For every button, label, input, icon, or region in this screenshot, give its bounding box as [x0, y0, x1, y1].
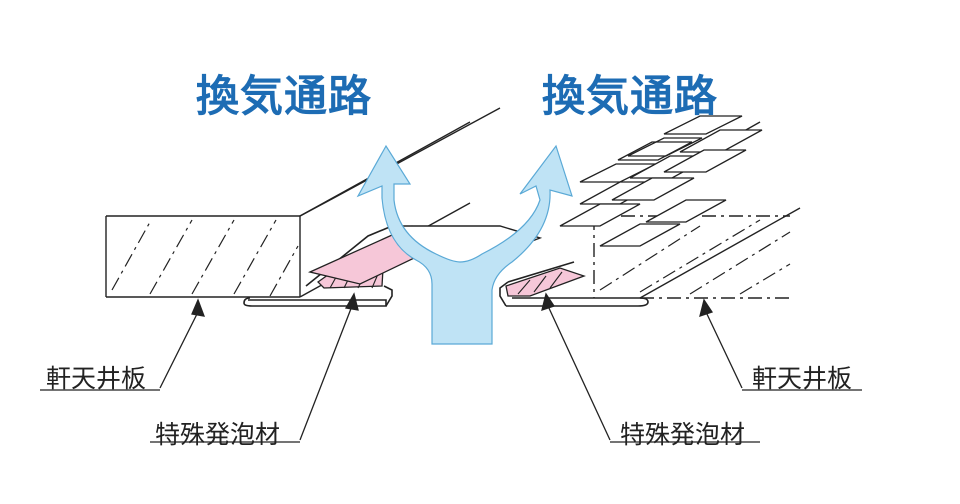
- foam-label-right: 特殊発泡材: [620, 420, 746, 449]
- airflow-arrows: [358, 146, 572, 344]
- ventilation-path-title-left: 換気通路: [196, 72, 372, 122]
- right-metal-profile: [500, 262, 648, 306]
- left-soffit-board: [106, 122, 470, 297]
- right-foam: [506, 268, 584, 296]
- leader-lines: [160, 294, 742, 440]
- left-upper-plank: [330, 108, 500, 200]
- foam-label-left: 特殊発泡材: [155, 420, 281, 449]
- right-soffit-hatch: [600, 220, 790, 294]
- soffit-board-label-left: 軒天井板: [46, 364, 147, 393]
- label-underlines: [40, 390, 862, 442]
- soffit-board-label-right: 軒天井板: [752, 364, 853, 393]
- ventilation-path-title-right: 換気通路: [542, 72, 718, 122]
- vent-slots: [560, 116, 762, 246]
- left-soffit-hatch: [112, 220, 298, 296]
